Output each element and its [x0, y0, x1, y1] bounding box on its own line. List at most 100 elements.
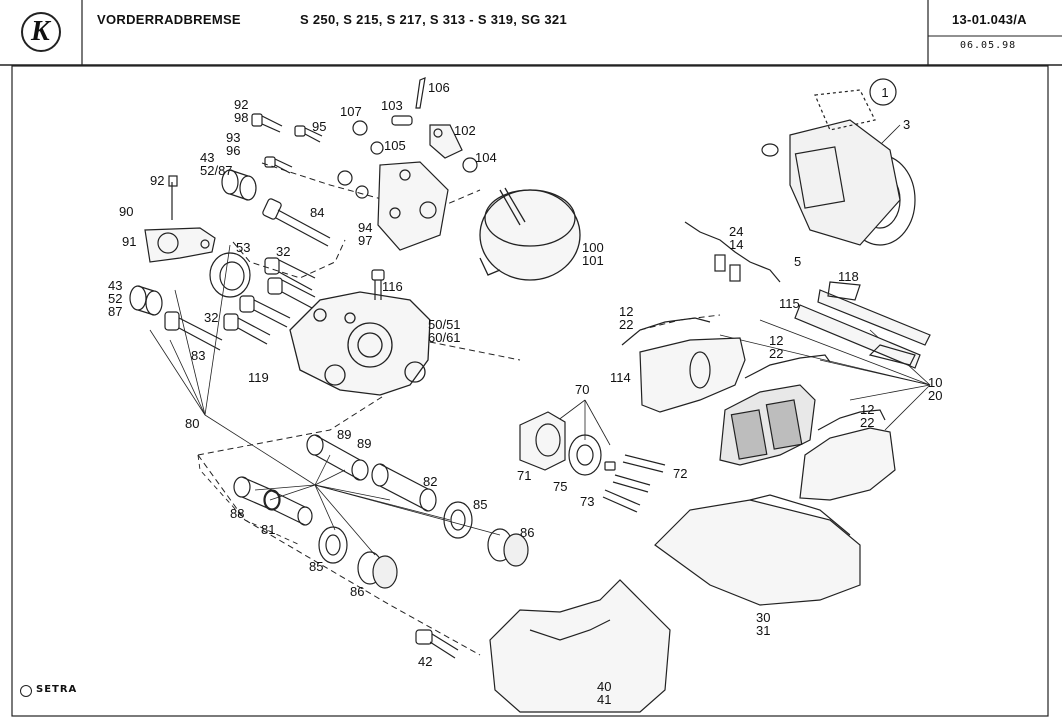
callout-75: 75: [553, 479, 567, 494]
callout-12: 12: [619, 304, 633, 319]
seal-85-a: [443, 501, 473, 539]
callout-52: 52: [108, 291, 122, 306]
cotter-pin-106: [415, 77, 426, 109]
callout-98: 98: [234, 110, 248, 125]
callout-116: 116: [382, 279, 403, 294]
washer-105: [370, 141, 384, 155]
cap-86-a: [487, 528, 529, 567]
spring-12-22-c: [817, 409, 886, 431]
gauge-118: [817, 281, 931, 346]
bushing-89: [306, 434, 369, 481]
callout-32: 32: [276, 244, 290, 259]
callout-86: 86: [350, 584, 364, 599]
callout-70: 70: [575, 382, 589, 397]
callout-71: 71: [517, 468, 531, 483]
callout-42: 42: [418, 654, 432, 669]
seal-85-b: [318, 526, 348, 564]
callout-60-61: 60/61: [428, 330, 461, 345]
callout-72: 72: [673, 466, 687, 481]
callout-89: 89: [337, 427, 351, 442]
callout-94: 94: [358, 220, 372, 235]
seal-ring-53: [209, 252, 251, 298]
callout-41: 41: [597, 692, 611, 707]
brake-carrier-40-41: [489, 579, 671, 713]
sleeve-43-lower: [129, 285, 163, 316]
document-date: 06.05.98: [960, 40, 1017, 51]
screw-95: [294, 125, 323, 143]
callout-80: 80: [185, 416, 199, 431]
callout-3: 3: [903, 117, 910, 132]
callout-22: 22: [860, 415, 874, 430]
pad-holder-114: [639, 337, 746, 413]
setra-logo-mark: [20, 685, 32, 697]
nut-96: [337, 170, 353, 186]
callout-73: 73: [580, 494, 594, 509]
wear-sensor-cable: [684, 221, 781, 283]
dashed-assembly-lines: [197, 162, 721, 656]
bolt-42: [415, 629, 459, 659]
callout-96: 96: [226, 143, 240, 158]
callout-22: 22: [619, 317, 633, 332]
dust-cover-30-31: [654, 494, 861, 606]
callout-95: 95: [312, 119, 326, 134]
callout-32: 32: [204, 310, 218, 325]
kaessbohrer-logo: K: [21, 12, 61, 52]
screw-93-96: [264, 156, 293, 174]
logo-letter: K: [31, 16, 50, 47]
document-number: 13-01.043/A: [952, 12, 1027, 27]
callout-92: 92: [234, 97, 248, 112]
nut-104: [462, 157, 478, 173]
callout-43: 43: [108, 278, 122, 293]
caliper-housing: [289, 291, 431, 396]
part-callouts: 1 106 92 98 107 103 95 102 93 96 105 104…: [108, 80, 942, 707]
adjuster-mechanism: [519, 411, 666, 513]
bolt-83: [164, 311, 223, 351]
callout-102: 102: [454, 123, 476, 138]
brake-pad-inner: [719, 384, 816, 466]
cap-86-b: [357, 551, 398, 589]
callout-114: 114: [610, 370, 631, 385]
callout-93: 93: [226, 130, 240, 145]
callout-105: 105: [384, 138, 406, 153]
callout-106: 106: [428, 80, 450, 95]
callout-91: 91: [122, 234, 136, 249]
callout-50-51: 50/51: [428, 317, 461, 332]
bolt-84: [262, 198, 331, 247]
sleeve-81: [264, 490, 313, 526]
bolt-32-upper: [264, 257, 316, 309]
callout-85: 85: [309, 559, 323, 574]
callout-107: 107: [340, 104, 362, 119]
callout-87: 87: [108, 304, 122, 319]
detail-marker-circle: [869, 78, 897, 106]
callout-12: 12: [860, 402, 874, 417]
callout-14: 14: [729, 237, 743, 252]
nut-107: [352, 120, 368, 136]
callout-81: 81: [261, 522, 275, 537]
screw-92-98: [251, 113, 283, 133]
callout-5: 5: [794, 254, 801, 269]
callout-119: 119: [248, 370, 269, 385]
callout-20: 20: [928, 388, 942, 403]
title-block-frame: [0, 0, 1062, 66]
callout-92: 92: [150, 173, 164, 188]
model-list: S 250, S 215, S 217, S 313 - S 319, SG 3…: [300, 12, 567, 27]
callout-115: 115: [779, 296, 800, 311]
sleeve-43-upper: [221, 169, 257, 201]
callout-10: 10: [928, 375, 942, 390]
leader-lines: [149, 124, 931, 556]
callout-103: 103: [381, 98, 403, 113]
callout-24: 24: [729, 224, 743, 239]
callout-43: 43: [200, 150, 214, 165]
clevis-102: [429, 124, 463, 159]
tool-115: [794, 304, 921, 369]
callout-101: 101: [582, 253, 604, 268]
title-block: K VORDERRADBREMSE S 250, S 215, S 217, S…: [0, 0, 1062, 66]
drawing-frame: [11, 65, 1049, 717]
callout-89: 89: [357, 436, 371, 451]
callout-83: 83: [191, 348, 205, 363]
mounting-bracket: [377, 161, 449, 251]
callout-84: 84: [310, 205, 324, 220]
callout-97: 97: [358, 233, 372, 248]
